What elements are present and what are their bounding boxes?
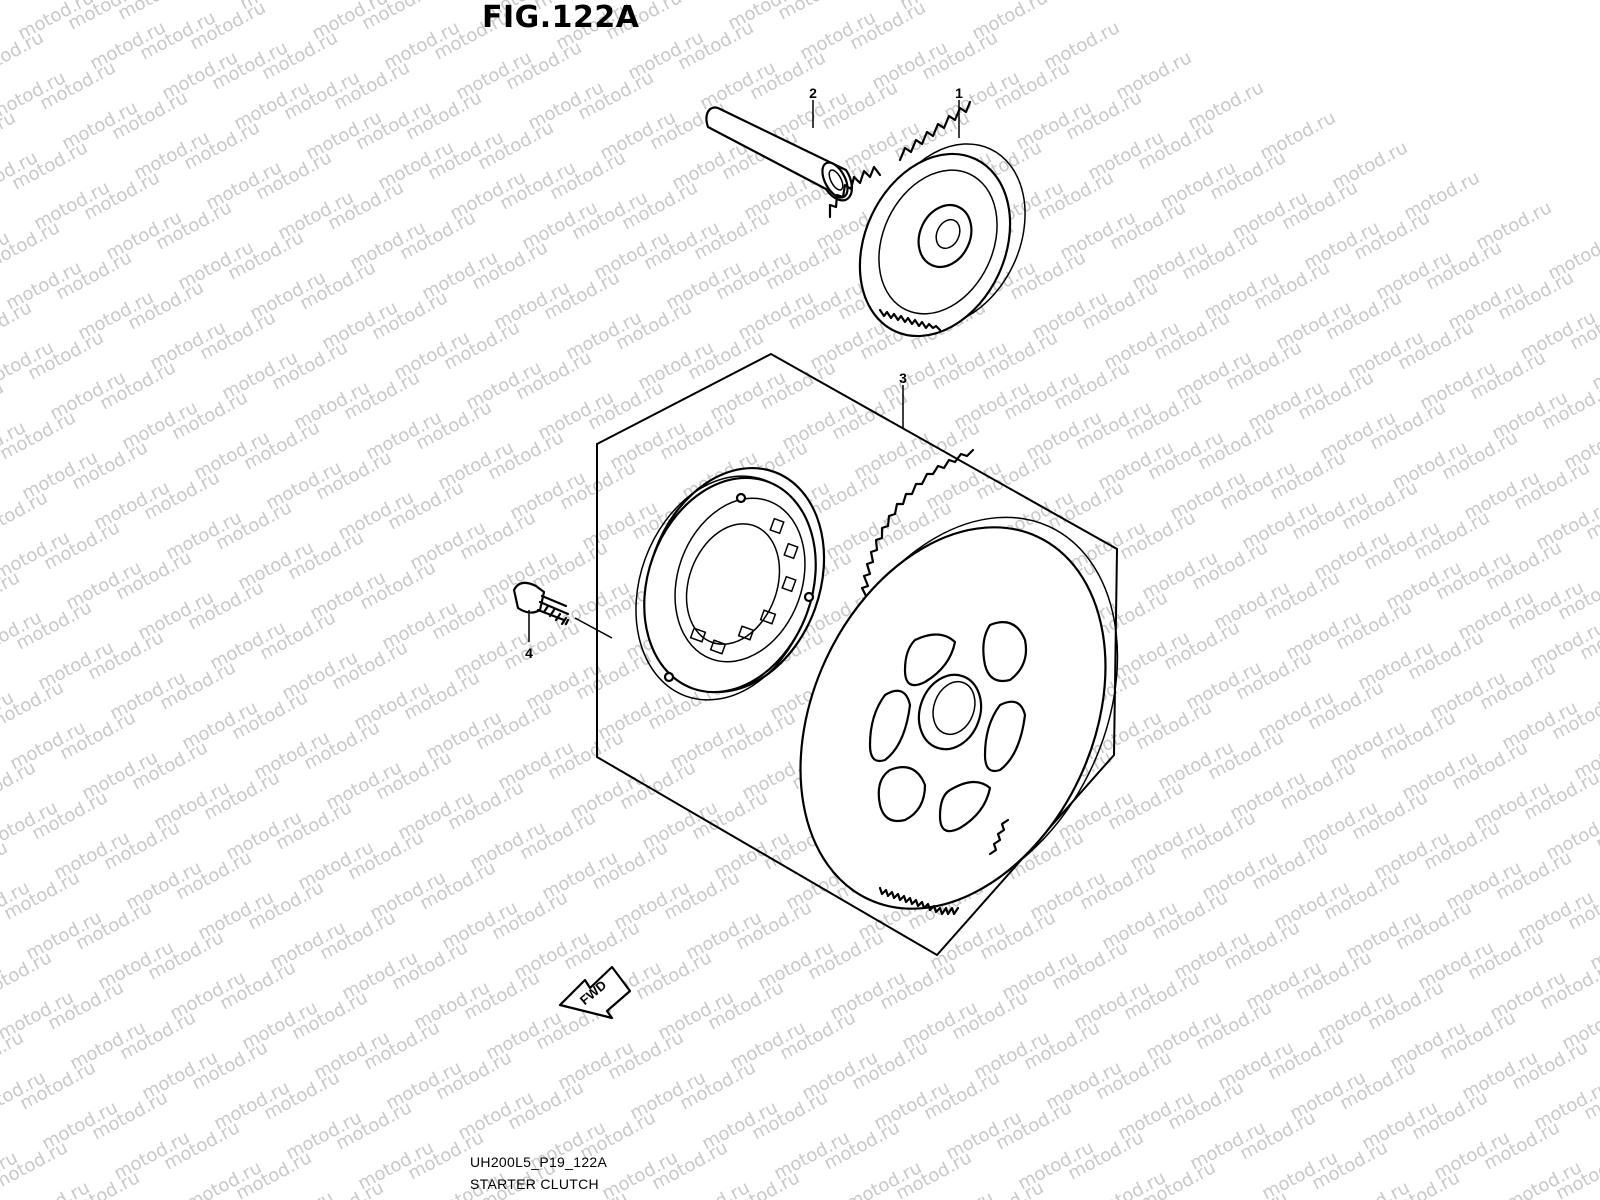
callout-part-1: 1 bbox=[955, 85, 963, 101]
part-3-assembly-frame bbox=[596, 352, 1119, 957]
part-4-bolt bbox=[512, 581, 613, 639]
figure-title: FIG.122A bbox=[482, 0, 640, 35]
figure-caption: STARTER CLUTCH bbox=[470, 1176, 599, 1192]
drawing-code: UH200L5_P19_122A bbox=[470, 1154, 608, 1170]
callout-part-3: 3 bbox=[899, 370, 907, 386]
leader-lines bbox=[528, 100, 960, 642]
part-1-idle-gear bbox=[828, 100, 1026, 338]
fwd-arrow: FWD bbox=[558, 965, 632, 1020]
starter-driven-gear bbox=[799, 448, 1119, 916]
callout-part-2: 2 bbox=[809, 85, 817, 101]
callout-part-4: 4 bbox=[525, 645, 533, 661]
part-2-shaft bbox=[705, 106, 853, 202]
one-way-clutch bbox=[635, 466, 826, 701]
